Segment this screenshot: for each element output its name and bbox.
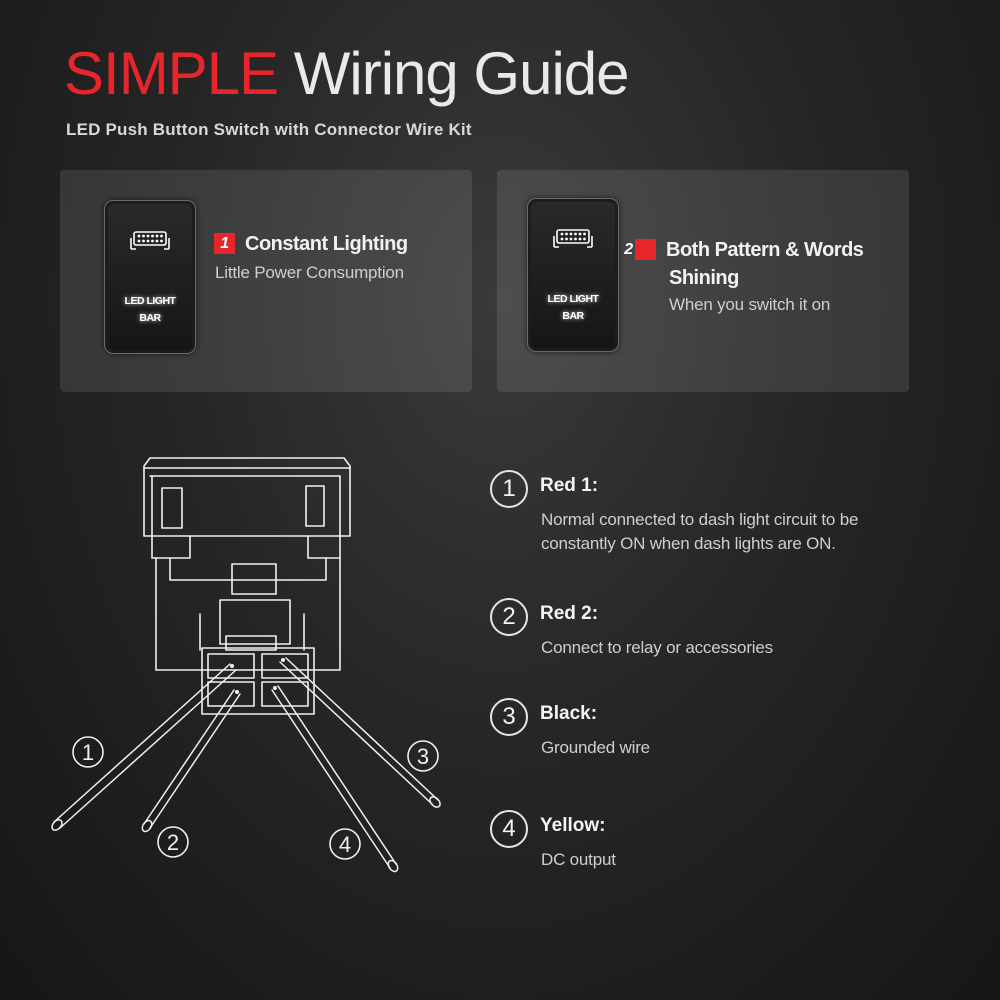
feature-number-badge: 1 [214,233,235,254]
legend-description: Grounded wire [541,738,650,757]
led-switch-image: LED LIGHT BAR [104,200,196,354]
legend-title: Red 2: [540,603,599,624]
wire-label-3-text: 3 [417,744,429,769]
wire-label-1: 1 [72,736,104,768]
legend-description: DC output [541,850,616,869]
legend-description: Connect to relay or accessories [541,638,773,657]
switch-label: LED LIGHT BAR [124,295,176,324]
legend-title: Yellow: [540,815,606,836]
legend-title: Black: [540,703,598,724]
wire-label-4-text: 4 [339,832,351,857]
light-bar-icon [553,229,593,248]
legend-title: Red 1: [540,475,599,496]
legend-number: 3 [490,698,528,736]
wire-label-1-text: 1 [82,740,94,765]
switch-label: LED LIGHT BAR [547,293,599,322]
wire-label-3: 3 [407,740,439,772]
light-bar-icon [130,231,170,250]
feature-number-badge: 2 [624,239,656,260]
page-subtitle: LED Push Button Switch with Connector Wi… [66,120,472,139]
title-rest: Wiring Guide [293,40,630,107]
feature-description: Little Power Consumption [215,263,404,282]
led-switch-image: LED LIGHT BAR [527,198,619,352]
legend-number: 4 [490,810,528,848]
wire-label-2: 2 [157,826,189,858]
title-accent: SIMPLE [64,40,279,107]
wire-label-4: 4 [329,828,361,860]
wire-label-2-text: 2 [167,830,179,855]
legend-description: Normal connected to dash light circuit t… [541,510,859,553]
feature-description: When you switch it on [669,295,831,314]
connector-wiring-diagram: 1 2 3 4 [51,457,441,873]
legend-number: 1 [490,470,528,508]
page-title: SIMPLE Wiring Guide [64,44,630,104]
legend-number: 2 [490,598,528,636]
